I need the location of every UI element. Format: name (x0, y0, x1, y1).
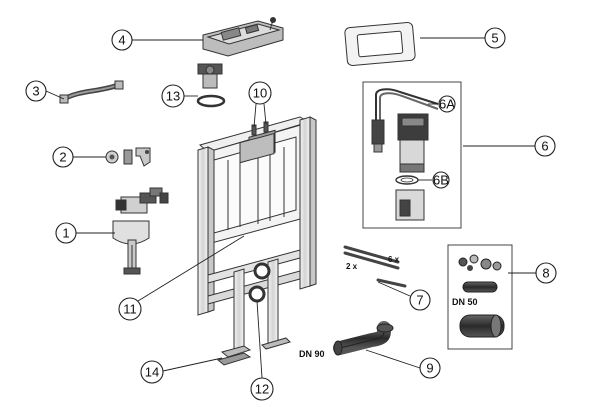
callout-2: 2 (52, 146, 74, 168)
screws-quantity-label: 6 x (388, 255, 400, 264)
callout-6b-text: 6B (433, 173, 449, 188)
callout-8: 8 (535, 262, 557, 284)
callout-1: 1 (55, 222, 77, 244)
part-9-dn90-bend-pipe: DN 90 (299, 321, 394, 359)
part-7-screws-and-rods: 6 x 2 x (343, 245, 407, 288)
callout-10: 10 (248, 81, 272, 105)
part-8-dn50-accessories-kit: DN 50 (447, 244, 513, 350)
svg-text:14: 14 (145, 365, 159, 380)
dn90-label: DN 90 (299, 349, 325, 359)
svg-text:6: 6 (541, 139, 548, 154)
svg-text:12: 12 (255, 382, 269, 397)
svg-text:4: 4 (118, 33, 125, 48)
dn50-label: DN 50 (452, 297, 478, 307)
rods-quantity-label: 2 x (346, 262, 358, 271)
callout-7: 7 (409, 289, 431, 311)
callout-6a: 6A (428, 95, 456, 113)
part-1-fill-valve (112, 187, 169, 275)
part-4-cover-plate (202, 17, 284, 57)
svg-text:8: 8 (542, 266, 549, 281)
callout-11: 11 (118, 297, 142, 321)
svg-text:1: 1 (62, 226, 69, 241)
callout-3: 3 (25, 80, 47, 102)
callout-4: 4 (111, 29, 133, 51)
installation-frame (197, 116, 317, 366)
svg-text:7: 7 (416, 293, 423, 308)
callout-14: 14 (140, 360, 164, 384)
leader-lines (45, 37, 536, 379)
svg-text:10: 10 (253, 86, 267, 101)
svg-text:9: 9 (426, 361, 433, 376)
svg-text:3: 3 (32, 84, 39, 99)
callout-9: 9 (419, 357, 441, 379)
svg-text:2: 2 (59, 150, 66, 165)
part-5-flush-plate-frame (344, 22, 416, 66)
part-13-flush-valve (196, 63, 226, 108)
callout-6: 6 (534, 135, 556, 157)
callout-12: 12 (250, 377, 274, 401)
callout-5: 5 (484, 27, 506, 49)
part-6-flush-mechanism-kit (362, 81, 462, 229)
part-2-fixing-bracket (105, 147, 151, 167)
part-3-flexible-hose (59, 80, 124, 104)
callout-13: 13 (161, 84, 185, 108)
svg-text:11: 11 (123, 302, 137, 317)
svg-text:13: 13 (166, 89, 180, 104)
svg-text:5: 5 (491, 31, 498, 46)
callout-6b: 6B (418, 171, 450, 189)
callout-6a-text: 6A (439, 97, 455, 112)
